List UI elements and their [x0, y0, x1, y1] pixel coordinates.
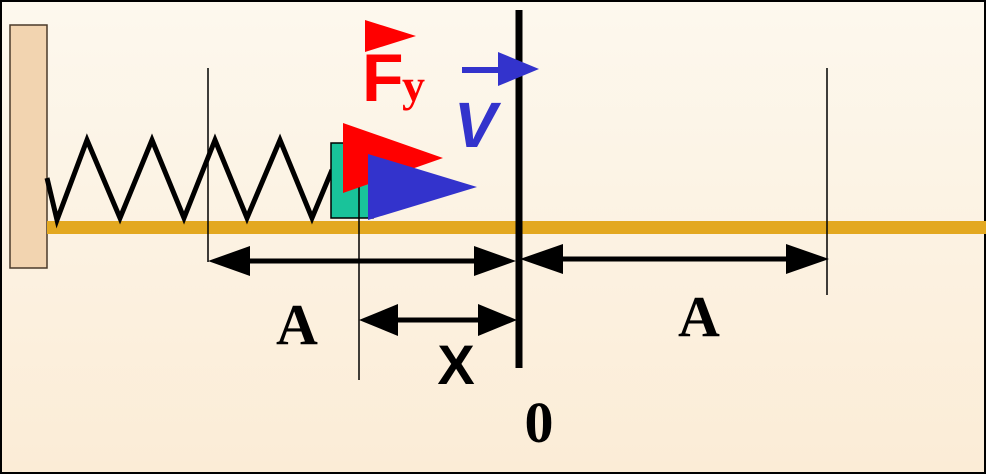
origin-label: 0 [525, 390, 554, 455]
force-subscript: y [402, 60, 425, 111]
wall [9, 24, 48, 269]
force-label: F y [362, 20, 425, 116]
velocity-vector-arrow-icon [498, 52, 539, 86]
velocity-symbol: V [454, 89, 502, 161]
amplitude-left-label: A [276, 292, 318, 357]
right-amplitude-arrow [520, 244, 829, 274]
left-amplitude-arrow [208, 246, 516, 276]
force-symbol: F [362, 40, 404, 116]
force-vector-arrow-icon [365, 20, 416, 52]
amplitude-right-label: A [678, 284, 720, 349]
displacement-label: X [437, 333, 474, 396]
velocity-arrow [368, 154, 477, 220]
spring [44, 133, 335, 229]
displacement-arrow [359, 304, 517, 336]
velocity-label: V [454, 52, 539, 161]
